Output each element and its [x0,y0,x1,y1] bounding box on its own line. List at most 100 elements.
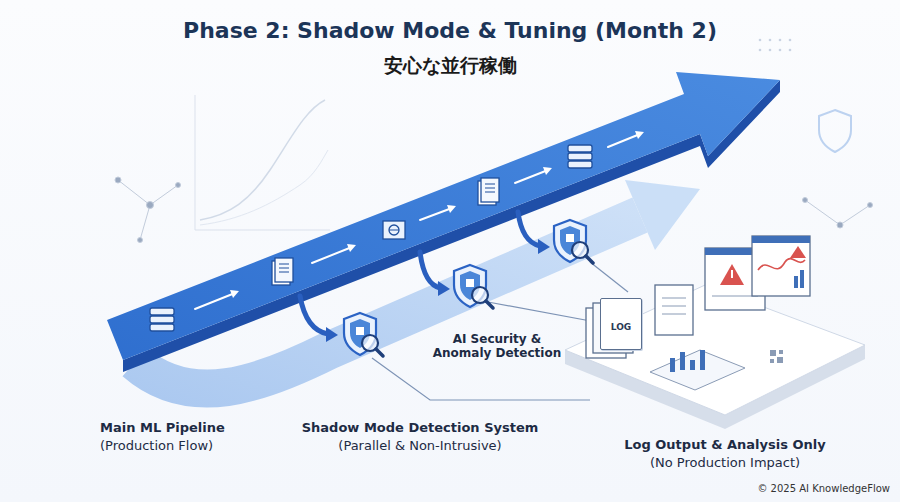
section-label: AI Security & Anomaly Detection [430,332,564,361]
network-dot [176,183,181,188]
log-line [372,358,590,400]
flow-arrowhead [347,244,356,252]
main-band [107,72,780,360]
chart-axis [195,230,330,231]
decor-dots [759,39,792,52]
flow-arrowhead [543,167,552,175]
pixel [770,359,774,363]
branch-arrowhead [326,327,338,342]
title: Phase 2: Shadow Mode & Tuning (Month 2) [0,18,900,44]
flow-arrow [515,170,548,183]
chip-icon [383,221,405,239]
branch-arrow [518,212,540,246]
network-link [118,180,150,205]
panel-bar [752,236,810,243]
network-link [805,200,840,225]
column-subheading: (No Production Impact) [590,455,860,471]
shield-icon [454,265,493,308]
document-icon [478,178,499,205]
dot [779,49,782,52]
doc-line [662,306,686,307]
chart-curve [200,100,325,220]
qr-mark [770,350,783,363]
network-link [840,205,870,225]
dot [789,39,792,42]
network-dot [138,238,143,243]
panel-line [712,296,758,297]
flow-arrow [312,247,352,263]
pixel [777,357,783,363]
trend-line [758,259,805,270]
network-dot [803,198,808,203]
chart-curve [200,150,328,225]
flow-arrowhead [447,205,456,213]
bar [794,276,798,288]
branch-arrow [300,296,328,334]
flow-arrow [420,208,452,220]
warning-icon [790,246,806,258]
dot [769,49,772,52]
warning-mark [731,270,733,278]
column-subheading: (Parallel & Non-Intrusive) [280,438,560,454]
dot [759,39,762,42]
dot [789,49,792,52]
document-icon [272,258,293,285]
database-icon [568,145,592,168]
dot [769,39,772,42]
shield-outline [819,110,851,152]
network-link [140,205,150,240]
decor-shield [819,110,851,152]
dot [779,39,782,42]
panel-frame [752,236,810,296]
network-dot [115,177,121,183]
shield-icon [344,313,383,356]
database-icon [150,308,174,331]
bar [800,270,804,288]
flow-arrowhead [635,131,644,139]
doc-line [662,314,686,315]
branch-arrows [300,212,540,334]
shadow-arrowhead [625,180,700,250]
bar [690,360,695,370]
flow-arrow [608,134,640,147]
chart-base [650,350,745,390]
flow-arrowheads [230,131,644,298]
bar [680,352,685,370]
doc-line [662,298,686,299]
branch-arrowhead [538,239,550,254]
column-heading: Log Output & Analysis Only [590,437,860,453]
column-heading: Shadow Mode Detection System [280,420,560,436]
network-dot [147,202,154,209]
decor-chart [195,95,330,230]
log-line [590,262,628,292]
network-link [150,185,178,205]
bar [670,358,675,372]
subtitle: 安心な並行稼働 [300,54,600,77]
dot [759,49,762,52]
flow-arrows [195,134,640,309]
pixel [779,350,783,354]
node-text: LOG [611,322,631,332]
flow-arrow [195,293,235,309]
copyright: © 2025 AI KnowledgeFlow [640,483,890,495]
bar [700,350,705,370]
column-subheading: (Production Flow) [100,438,300,454]
shield-icon [554,220,593,263]
log-line [488,302,596,322]
bar-chart [650,350,745,390]
log-lines [372,262,628,400]
branch-arrow [420,252,440,288]
branch-arrowhead [438,281,450,296]
alert-panel [752,236,810,296]
chart-axis [195,95,196,230]
column-heading: Main ML Pipeline [100,420,300,436]
warning-icon [720,264,744,285]
log-document: LOG [600,298,642,350]
network-dot [868,203,873,208]
network-dot [837,222,843,228]
flow-arrowhead [230,290,239,298]
document-icon [655,285,693,335]
pixel [770,350,776,356]
